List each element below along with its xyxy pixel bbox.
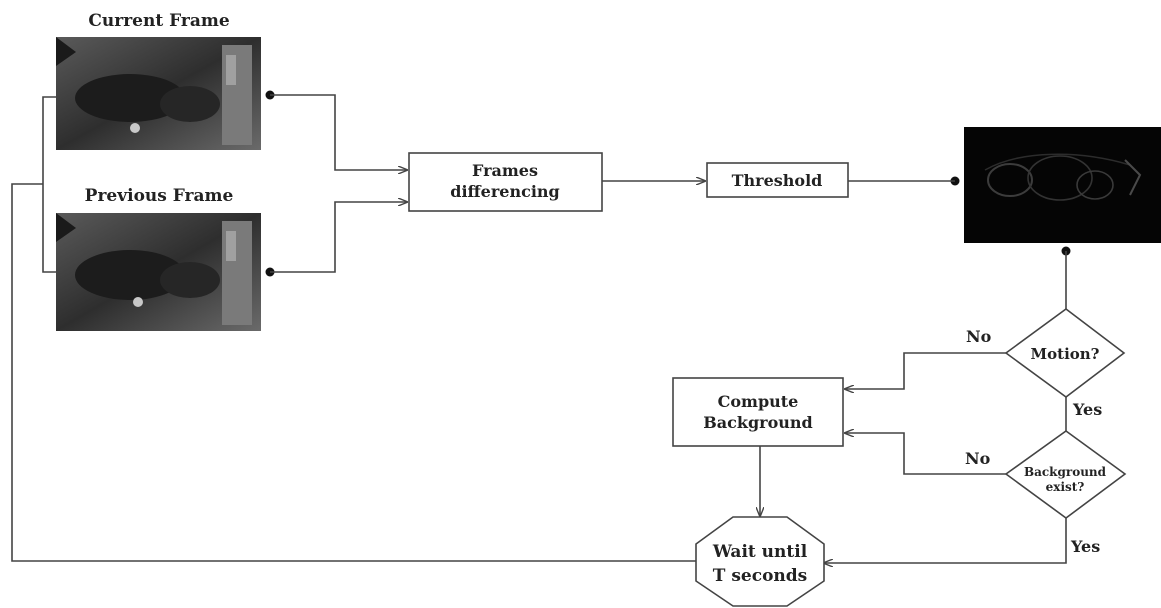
background-no-edge (845, 433, 1006, 475)
threshold-box (706, 162, 849, 198)
background-decision-line1: Background (1024, 465, 1107, 479)
wait-feedback-edge (11, 183, 696, 562)
motion-no-label: No (966, 327, 992, 346)
previous-to-differencing-edge (270, 202, 407, 273)
wait-octagon (695, 516, 825, 607)
wait-line2: T seconds (713, 566, 807, 586)
current-to-differencing-edge (270, 94, 407, 170)
previous-frame-image (56, 213, 261, 331)
background-yes-label: Yes (1070, 537, 1100, 556)
wait-line1: Wait until (712, 542, 808, 562)
frames-bracket (42, 96, 56, 273)
threshold-label: Threshold (732, 171, 823, 190)
background-decision-line2: exist? (1046, 480, 1085, 494)
frames-differencing-line1: Frames (472, 161, 538, 180)
previous-frame-title: Previous Frame (85, 186, 234, 206)
compute-background-line1: Compute (718, 392, 799, 411)
motion-decision-label: Motion? (1031, 345, 1100, 363)
background-no-label: No (965, 449, 991, 468)
frames-differencing-line2: differencing (450, 182, 559, 201)
compute-background-box (672, 377, 844, 447)
current-frame-image (56, 37, 261, 150)
frames-differencing-box (408, 152, 603, 212)
compute-background-line2: Background (703, 413, 812, 432)
motion-no-edge (845, 352, 1006, 389)
current-frame-title: Current Frame (88, 11, 229, 31)
background-yes-edge (824, 518, 1067, 563)
motion-yes-label: Yes (1072, 400, 1102, 419)
difference-image (964, 127, 1161, 243)
